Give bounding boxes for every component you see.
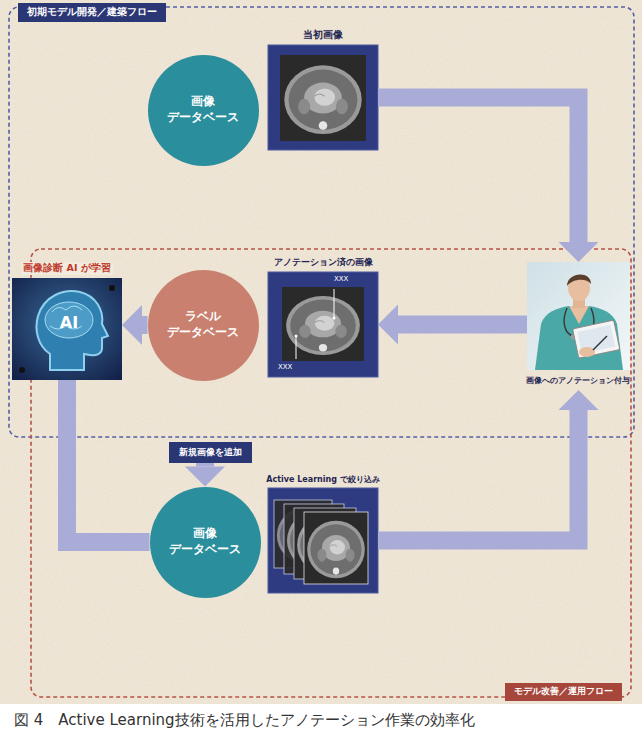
ai-brain-icon (19, 367, 25, 373)
step-label: 新規画像を追加 (179, 446, 242, 459)
selected-images (304, 512, 368, 584)
doctor-photo (527, 262, 630, 370)
image-box: Active Learning で絞り込み (268, 488, 378, 593)
doctor-photo (579, 347, 595, 357)
doctor-photo (573, 320, 620, 358)
flow-arrow (378, 390, 599, 541)
doctor-photo (593, 336, 607, 350)
annotation-label: XXX (278, 363, 292, 371)
paper-texture (0, 0, 642, 704)
initial-image (268, 45, 378, 150)
step-tab: 新規画像を追加 (169, 442, 252, 463)
database-circle: ラベル データベース (148, 270, 259, 381)
flow-arrow (378, 98, 599, 263)
doctor-photo (568, 275, 590, 301)
arrow-head (559, 242, 599, 262)
flow-region: モデル改善／運用フロー 新規画像を追加画像 データベース Active Learni… (30, 248, 632, 698)
doctor-photo (567, 274, 591, 286)
arrow-head (122, 305, 142, 345)
arrow-head (185, 467, 225, 487)
ai-brain-icon (12, 278, 122, 380)
database-label: 画像 データベース (158, 526, 252, 557)
flow-arrow (185, 463, 225, 487)
arrow-head (559, 390, 599, 410)
selected-images (268, 488, 378, 593)
annotation-label: XXX (334, 275, 348, 283)
flow-arrow (378, 305, 527, 345)
figure-caption: 図 4 Active Learning技術を活用したアノテーション作業の効率化 (14, 711, 475, 730)
image-heading: 当初画像 (303, 28, 343, 42)
arrow-band (398, 316, 527, 334)
selected-images (268, 488, 378, 593)
doctor-box: 画像へのアノテーション付与 (527, 262, 630, 370)
doctor-photo (573, 320, 620, 358)
image-box: アノテーション済の画像XXXXXX (268, 272, 378, 377)
database-label: ラベル データベース (156, 309, 250, 340)
arrow-band (378, 98, 579, 243)
annotated-image (295, 335, 298, 338)
region-outline (9, 7, 634, 437)
ai-brain-icon (37, 291, 109, 370)
database-label: 画像 データベース (156, 94, 250, 125)
doctor-photo (527, 262, 630, 370)
initial-image (268, 45, 378, 150)
arrow-band (378, 410, 579, 541)
ai-brain-icon (12, 278, 122, 380)
region-outline (30, 248, 632, 698)
region-outline (31, 249, 631, 697)
flow-arrow (67, 380, 150, 542)
image-box: 当初画像 (268, 45, 378, 150)
annotated-image (282, 287, 364, 361)
doctor-caption: 画像へのアノテーション付与 (526, 375, 630, 386)
annotated-image (333, 317, 336, 320)
image-heading: Active Learning で絞り込み (266, 474, 379, 485)
doctor-photo (535, 306, 623, 370)
annotated-image (334, 289, 335, 318)
ai-mark: AI (60, 313, 78, 332)
image-heading: アノテーション済の画像 (274, 256, 373, 269)
doctor-photo (569, 306, 589, 324)
flow-region: 初期モデル開発／建築フロー画像 データベース当初画像画像診断 AI が学習AIラ… (8, 6, 635, 438)
arrow-band (142, 316, 148, 334)
flow-tab: 初期モデル開発／建築フロー (18, 3, 166, 22)
arrow-band (67, 380, 150, 542)
flow-arrow (122, 305, 148, 345)
ai-brain-icon (45, 302, 93, 338)
arrow-head (378, 305, 398, 345)
database-circle: 画像 データベース (148, 55, 259, 166)
initial-image (280, 55, 366, 141)
annotated-image (296, 336, 297, 359)
annotated-image (268, 272, 378, 377)
ai-box: 画像診断 AI が学習AI (12, 278, 122, 380)
ai-heading: 画像診断 AI が学習 (21, 262, 113, 275)
region-outline (8, 6, 635, 438)
flow-tab: モデル改善／運用フロー (505, 683, 622, 701)
annotated-image (268, 272, 378, 377)
ai-brain-icon (109, 285, 115, 291)
arrow-band (196, 463, 214, 467)
selected-images (304, 512, 368, 584)
database-circle: 画像 データベース (150, 487, 261, 598)
